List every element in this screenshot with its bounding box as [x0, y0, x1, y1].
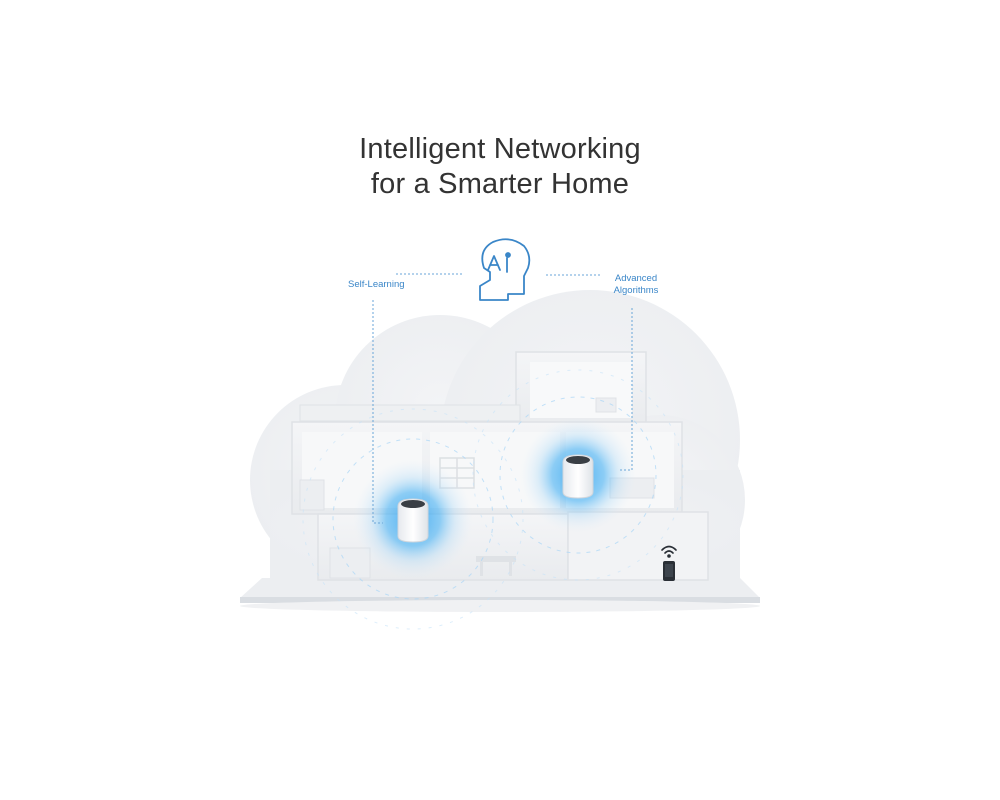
advanced-label-line-2: Algorithms: [613, 285, 659, 296]
mesh-router-icon: [562, 454, 594, 499]
advanced-algorithms-label: Advanced Algorithms: [598, 273, 674, 297]
mesh-router-icon: [397, 498, 429, 543]
wifi-icon: [661, 545, 677, 558]
heading-line-1: Intelligent Networking: [359, 133, 641, 165]
ai-head-icon: [479, 238, 531, 301]
heading-line-2: for a Smarter Home: [370, 168, 630, 200]
smartphone-icon: [663, 561, 675, 581]
house-base: [240, 578, 760, 612]
advanced-label-line-1: Advanced: [614, 273, 658, 284]
self-learning-label: Self-Learning: [348, 279, 405, 290]
label-connectors: [372, 273, 633, 524]
page-heading: Intelligent Networking for a Smarter Hom…: [0, 132, 1000, 202]
